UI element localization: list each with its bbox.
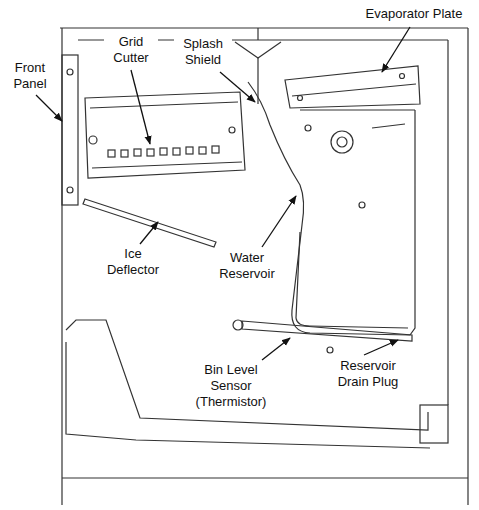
grid-cutter-cell (199, 147, 206, 154)
reservoir-screw (359, 202, 365, 208)
leader-line (220, 72, 255, 102)
grid-cutter-edge (90, 102, 238, 108)
part-label: Evaporator Plate (353, 6, 475, 22)
leader-line (364, 340, 398, 355)
ice-bin (66, 320, 428, 430)
grid-cutter-cell (173, 148, 180, 155)
part-label: Ice Deflector (100, 246, 166, 278)
part-label: Splash Shield (174, 36, 232, 68)
grid-cutter-hinge (89, 136, 97, 144)
part-label: Bin Level Sensor (Thermistor) (188, 362, 274, 410)
cabinet-right-wall (467, 28, 468, 505)
leader-line (262, 196, 296, 247)
grid-cutter-cell (212, 146, 219, 153)
water-reservoir (248, 82, 415, 335)
grid-cutter-cell (121, 150, 128, 157)
front-panel (62, 55, 78, 205)
reservoir-tube (372, 124, 405, 128)
grid-cutter-cell (108, 150, 115, 157)
evaporator-plate (285, 66, 420, 108)
part-label: Reservoir Drain Plug (330, 358, 406, 390)
grid-cutter-cell (147, 149, 154, 156)
panel-screw (67, 69, 73, 75)
ice-deflector (83, 199, 216, 247)
grid-cutter-cell (160, 148, 167, 155)
reservoir-drain-plug (327, 347, 333, 353)
top-rib (257, 28, 258, 40)
cabinet-base (62, 477, 468, 478)
part-label: Grid Cutter (104, 34, 158, 66)
leader-line (131, 70, 150, 144)
ice-bin-bottom (66, 342, 430, 448)
evaporator-screw (400, 74, 405, 79)
leader-line (36, 95, 62, 121)
grid-cutter-cell (134, 149, 141, 156)
grid-cutter-edge (92, 162, 242, 168)
grid-cutter-hinge (229, 127, 235, 133)
cabinet-top (60, 27, 468, 28)
reservoir-rim (300, 109, 415, 110)
bin-level-sensor-rod (242, 321, 412, 341)
cabinet-bracket (420, 405, 448, 443)
part-label: Front Panel (6, 60, 54, 92)
water-reservoir-inner (296, 232, 408, 328)
evaporator-plate-edge (292, 84, 416, 96)
pump-motor-hub (337, 137, 347, 147)
splash-shield-top (235, 42, 281, 58)
grid-cutter (85, 92, 245, 178)
leader-line (140, 222, 158, 244)
panel-screw (67, 187, 73, 193)
leader-line (382, 27, 410, 72)
leader-line (262, 338, 290, 360)
evaporator-screw (298, 96, 303, 101)
reservoir-screw (305, 125, 311, 131)
part-label: Water Reservoir (212, 250, 282, 282)
grid-cutter-cell (186, 147, 193, 154)
cabinet-inner-right-wall (447, 40, 448, 405)
pump-motor (331, 131, 353, 153)
